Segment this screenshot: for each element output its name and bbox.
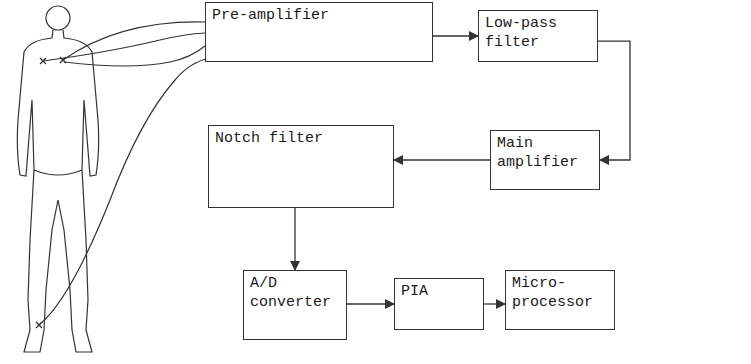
signal-arrow <box>598 41 630 160</box>
lowpass-filter-box: Low-pass filter <box>478 10 598 62</box>
box-label: PIA <box>401 283 477 302</box>
microprocessor-box: Micro-processor <box>505 270 615 330</box>
notch-filter-box: Notch filter <box>208 125 394 208</box>
box-label: Micro-processor <box>512 275 608 313</box>
pia-box: PIA <box>394 278 484 330</box>
box-label: A/D converter <box>250 275 340 313</box>
box-label: Pre-amplifier <box>212 7 426 26</box>
box-label: Low-pass filter <box>485 15 591 53</box>
signal-arrow <box>347 303 394 304</box>
box-label: Main amplifier <box>497 135 593 173</box>
main-amplifier-box: Main amplifier <box>490 130 600 190</box>
signal-arrow <box>294 208 295 270</box>
ad-converter-box: A/D converter <box>243 270 347 340</box>
signal-arrow <box>433 35 478 36</box>
box-label: Notch filter <box>215 130 387 149</box>
preamplifier-box: Pre-amplifier <box>205 2 433 62</box>
signal-arrow <box>484 303 505 304</box>
signal-arrow <box>394 159 490 160</box>
